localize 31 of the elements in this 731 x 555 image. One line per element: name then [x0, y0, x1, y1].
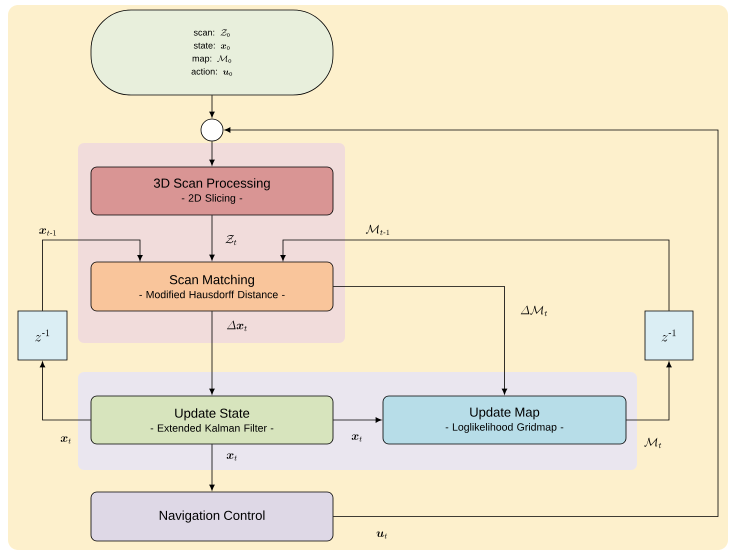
- edge-label: $\boldsymbol{x}_t$: [60, 436, 71, 444]
- edge-label: $\boldsymbol{x}_t$: [226, 453, 237, 461]
- arrow: [280, 240, 670, 311]
- process-box: 3D Scan Processing - 2D Slicing -: [90, 166, 334, 216]
- process-box: Scan Matching - Modified Hausdorff Distance -: [90, 262, 334, 312]
- arrow: [209, 141, 215, 166]
- edge-label: $\mathcal{M}_{t\text{-}1}$: [366, 224, 390, 236]
- process-box: Navigation Control: [90, 492, 334, 542]
- delay-box: $z^{\text{-}1}$: [644, 310, 694, 360]
- edge-label: $\varDelta\boldsymbol{x}_t$: [226, 320, 247, 332]
- arrow: [209, 311, 215, 395]
- edge-label: $\mathcal{Z}_t$: [225, 235, 236, 246]
- arrow: [224, 127, 718, 517]
- arrow: [626, 361, 672, 420]
- edge-label: $\boldsymbol{x}_t$: [352, 434, 362, 442]
- arrow: [333, 417, 382, 423]
- edge-label: $\varDelta\mathcal{M}_t$: [520, 306, 548, 316]
- arrow: [333, 286, 508, 395]
- arrow: [209, 215, 215, 261]
- start-terminal: $\mbox{scan: }\mathcal{Z}_{\mathrm{o}}$ $\mbox{state: }\boldsymbol{x}_{\mathrm{o}}$ $\mbox{map: }\mathcal{M}_{\mathrm{o}}$ $\mbox{action: }\boldsymbol{u}_{\mathrm{o}}$: [90, 10, 334, 96]
- process-box: Update State - Extended Kalman Filter -: [90, 396, 334, 444]
- edge-label: $\boldsymbol{x}_{t\text{-}1}$: [39, 228, 56, 236]
- arrow: [209, 95, 215, 118]
- edge-label: $\boldsymbol{u}_t$: [376, 531, 388, 539]
- junction-circle: [200, 118, 224, 142]
- process-box: Update Map - Loglikelihood Gridmap -: [382, 396, 626, 444]
- delay-box: $z^{\text{-}1}$: [18, 310, 68, 360]
- arrow: [40, 361, 91, 420]
- arrow: [209, 444, 215, 491]
- arrow: [42, 240, 143, 311]
- edge-label: $\mathcal{M}_t$: [644, 438, 662, 448]
